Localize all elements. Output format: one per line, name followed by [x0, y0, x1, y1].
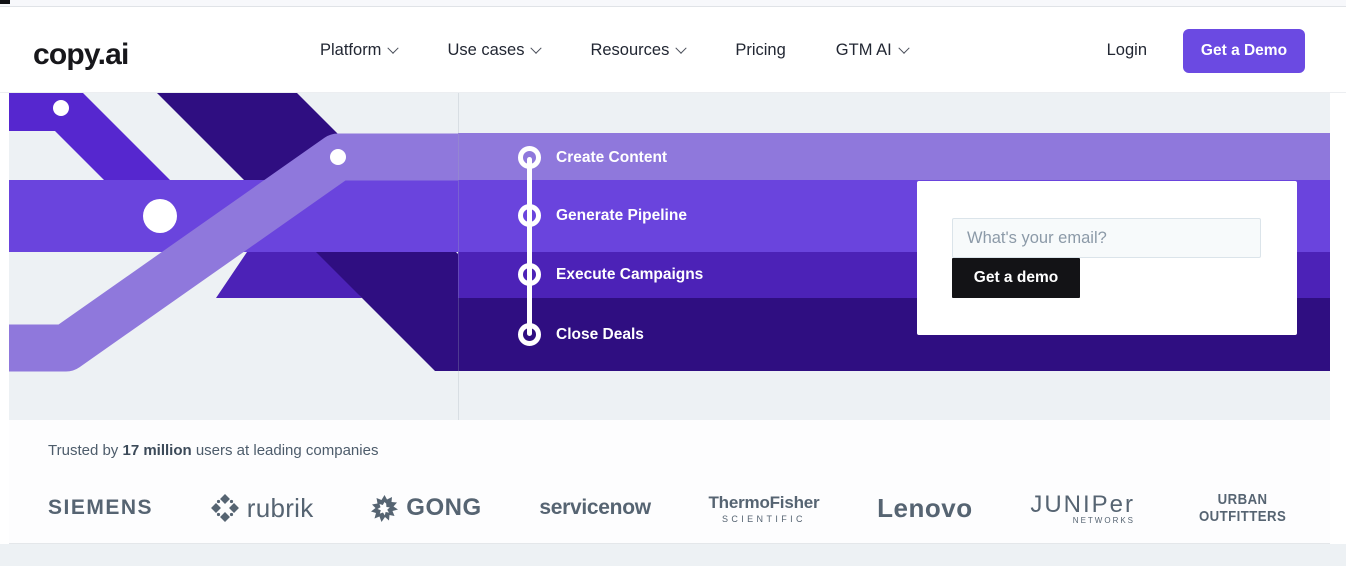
nav-item-resources[interactable]: Resources [590, 41, 688, 60]
email-input[interactable] [952, 218, 1261, 258]
top-left-fleck [0, 0, 10, 4]
logo-thermo-fisher: ThermoFisher SCIENTIFIC [708, 493, 819, 524]
chevron-down-icon [898, 42, 910, 54]
urban-line: URBAN [1217, 490, 1268, 508]
logo-lenovo: Lenovo [877, 492, 973, 523]
nav-item-label: Resources [590, 41, 670, 59]
logo-siemens: SIEMENS [48, 496, 154, 519]
rubrik-wordmark: rubrik [246, 492, 314, 523]
nav-item-label: Platform [320, 41, 382, 59]
outfitters-line: OUTFITTERS [1198, 508, 1286, 525]
logo-gong: GONG [371, 494, 481, 522]
logo-servicenow: servicenow [539, 496, 651, 519]
nav-item-label: Pricing [735, 41, 786, 59]
logo-urban-outfitters: URBAN OUTFITTERS [1199, 491, 1286, 526]
gong-starburst-icon [371, 494, 399, 522]
timeline-node-3 [518, 263, 541, 286]
nav-item-platform[interactable]: Platform [320, 41, 400, 60]
timeline-node-2 [518, 204, 541, 227]
logo-rubrik: rubrik [210, 492, 314, 524]
trusted-text-count: 17 million [122, 442, 192, 459]
nav-item-label: Use cases [447, 41, 525, 59]
nav-item-use-cases[interactable]: Use cases [447, 41, 543, 60]
thermo-fisher-wordmark: ThermoFisher [708, 492, 820, 512]
logo-juniper: JUNIPer NETWORKS [1030, 491, 1135, 525]
trusted-text-prefix: Trusted by [48, 442, 123, 459]
chevron-down-icon [675, 42, 688, 54]
chevron-down-icon [387, 42, 400, 54]
nav-menu: Platform Use cases Resources Pricing GTM… [320, 8, 910, 93]
thermo-fisher-scientific: SCIENTIFIC [721, 513, 806, 524]
timeline-step-execute-campaigns: Execute Campaigns [556, 266, 704, 283]
nav-item-gtm-ai[interactable]: GTM AI [835, 41, 910, 60]
hero-section: Create Content Generate Pipeline Execute… [9, 93, 1330, 420]
trusted-by-text: Trusted by 17 million users at leading c… [48, 442, 378, 459]
timeline-node-4 [518, 323, 541, 346]
timeline-step-generate-pipeline: Generate Pipeline [556, 207, 687, 224]
hero-ribbon-artwork [9, 93, 458, 420]
juniper-networks: NETWORKS [1072, 516, 1136, 525]
juniper-wordmark: JUNIPer [1030, 491, 1136, 518]
trusted-by-section: Trusted by 17 million users at leading c… [9, 420, 1330, 544]
email-capture-card: Get a demo [917, 181, 1297, 335]
get-a-demo-button[interactable]: Get a Demo [1183, 28, 1305, 73]
bottom-strip [0, 544, 1346, 566]
nav-right: Login Get a Demo [1107, 8, 1305, 93]
nav-item-label: GTM AI [835, 41, 892, 59]
get-a-demo-submit-button[interactable]: Get a demo [952, 258, 1080, 298]
band-create-content [458, 133, 1330, 180]
top-strip [0, 0, 1346, 7]
rubrik-diamonds-icon [210, 494, 239, 522]
navbar: copy.ai Platform Use cases Resources Pri… [0, 8, 1346, 93]
timeline-line [527, 157, 532, 336]
nav-item-pricing[interactable]: Pricing [735, 41, 785, 60]
timeline-node-1 [518, 146, 541, 169]
gong-wordmark: GONG [406, 494, 482, 521]
copyai-logo[interactable]: copy.ai [33, 38, 129, 71]
timeline-step-create-content: Create Content [556, 149, 668, 166]
chevron-down-icon [530, 42, 543, 54]
login-link[interactable]: Login [1106, 41, 1147, 59]
trusted-text-suffix: users at leading companies [191, 442, 379, 459]
timeline-step-close-deals: Close Deals [556, 326, 644, 343]
hero-panel-divider [458, 93, 459, 420]
logos-row: SIEMENS rubrik [9, 482, 1330, 534]
